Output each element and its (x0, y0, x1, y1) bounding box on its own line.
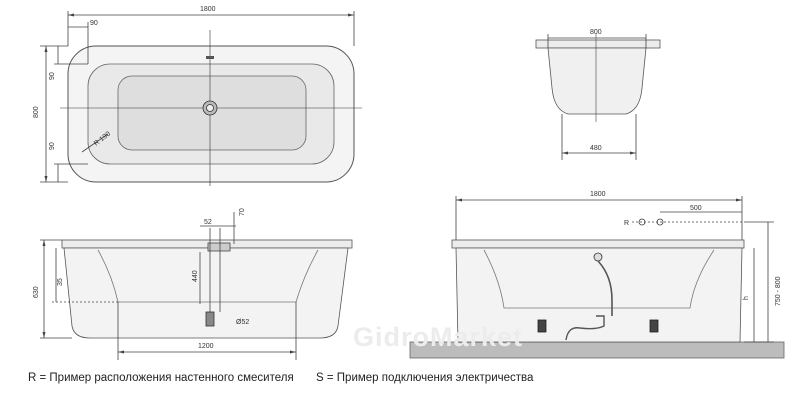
right-tap-label: R (624, 220, 629, 227)
top-length-label: 1800 (200, 6, 216, 13)
top-offset-90-label: 90 (90, 20, 98, 27)
side-view-left (40, 212, 353, 360)
side-left-body (63, 247, 349, 339)
left-overflow-height-label: 440 (192, 270, 199, 282)
legend-s: S = Пример подключения электричества (316, 372, 534, 384)
end-width-bottom-label: 480 (590, 145, 602, 152)
side-view-right (409, 196, 785, 359)
side-right-body (455, 247, 743, 343)
top-view (40, 11, 362, 186)
right-tap-offset-label: 500 (690, 205, 702, 212)
end-view-body (547, 47, 647, 115)
end-view (535, 34, 661, 160)
left-height-rim-label: 35 (57, 278, 64, 286)
right-length-label: 1800 (590, 191, 606, 198)
top-offset-left-label: 90 (49, 72, 56, 80)
side-right-rim (451, 239, 745, 249)
legend-r: R = Пример расположения настенного смеси… (28, 372, 294, 384)
side-left-rim (61, 239, 353, 249)
left-drain-diameter-label: Ø52 (236, 319, 249, 326)
left-rim-dim-label: 70 (239, 208, 246, 216)
end-width-top-label: 800 (590, 29, 602, 36)
top-offset-bottom-label: 90 (49, 142, 56, 150)
top-width-label: 800 (33, 106, 40, 118)
watermark: GidroMarket (353, 322, 524, 352)
left-inner-length-label: 1200 (198, 343, 214, 350)
end-view-rim (535, 39, 661, 49)
right-height-symbol: h (743, 296, 750, 300)
left-drain-offset-label: 52 (204, 219, 212, 226)
right-height-range-label: 750 - 800 (775, 276, 782, 306)
left-height-total-label: 630 (33, 286, 40, 298)
